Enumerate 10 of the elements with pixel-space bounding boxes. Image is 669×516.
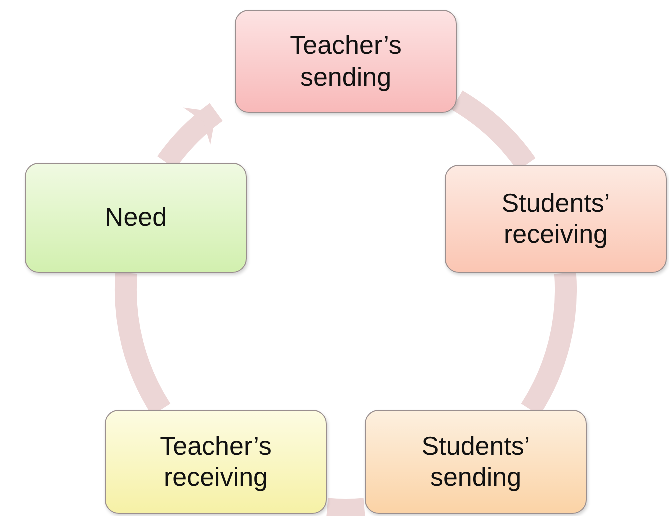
box-label: Students’ receiving bbox=[500, 188, 612, 250]
process-box bbox=[235, 10, 457, 113]
process-box bbox=[25, 163, 247, 273]
box-label: Students’ sending bbox=[420, 430, 532, 494]
process-box bbox=[445, 165, 667, 273]
process-box bbox=[105, 410, 327, 514]
box-label: Teacher’s sending bbox=[289, 30, 403, 93]
box-label: Teacher’s receiving bbox=[159, 430, 273, 494]
process-box bbox=[365, 410, 587, 514]
box-label: Need bbox=[104, 202, 168, 234]
